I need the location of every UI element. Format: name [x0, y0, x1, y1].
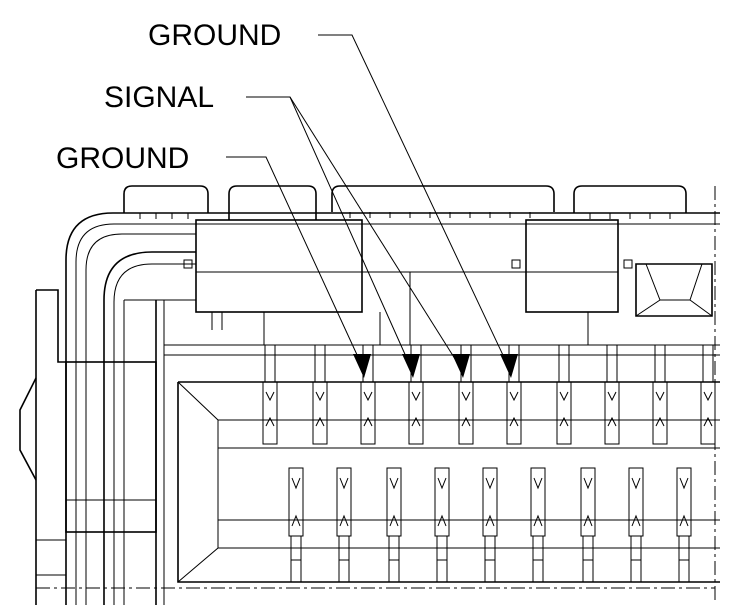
contacts-upper-row — [262, 344, 716, 445]
leader-lines — [226, 34, 511, 371]
rails — [164, 344, 720, 356]
label-ground-top: GROUND — [148, 19, 281, 52]
leader-signal-a — [246, 96, 413, 371]
break-lines — [36, 186, 716, 600]
upper-blocks — [183, 219, 713, 345]
top-caps — [123, 185, 687, 220]
contacts-lower-row — [288, 467, 692, 583]
label-ground-bottom: GROUND — [56, 142, 189, 175]
left-latch — [19, 289, 157, 576]
leader-ground-top — [318, 34, 511, 371]
leader-ground-bottom — [226, 156, 365, 371]
label-signal: SIGNAL — [104, 81, 214, 114]
arrowheads — [353, 354, 518, 378]
leader-signal-b — [289, 96, 463, 371]
arrowhead-ground-bottom — [353, 354, 371, 378]
